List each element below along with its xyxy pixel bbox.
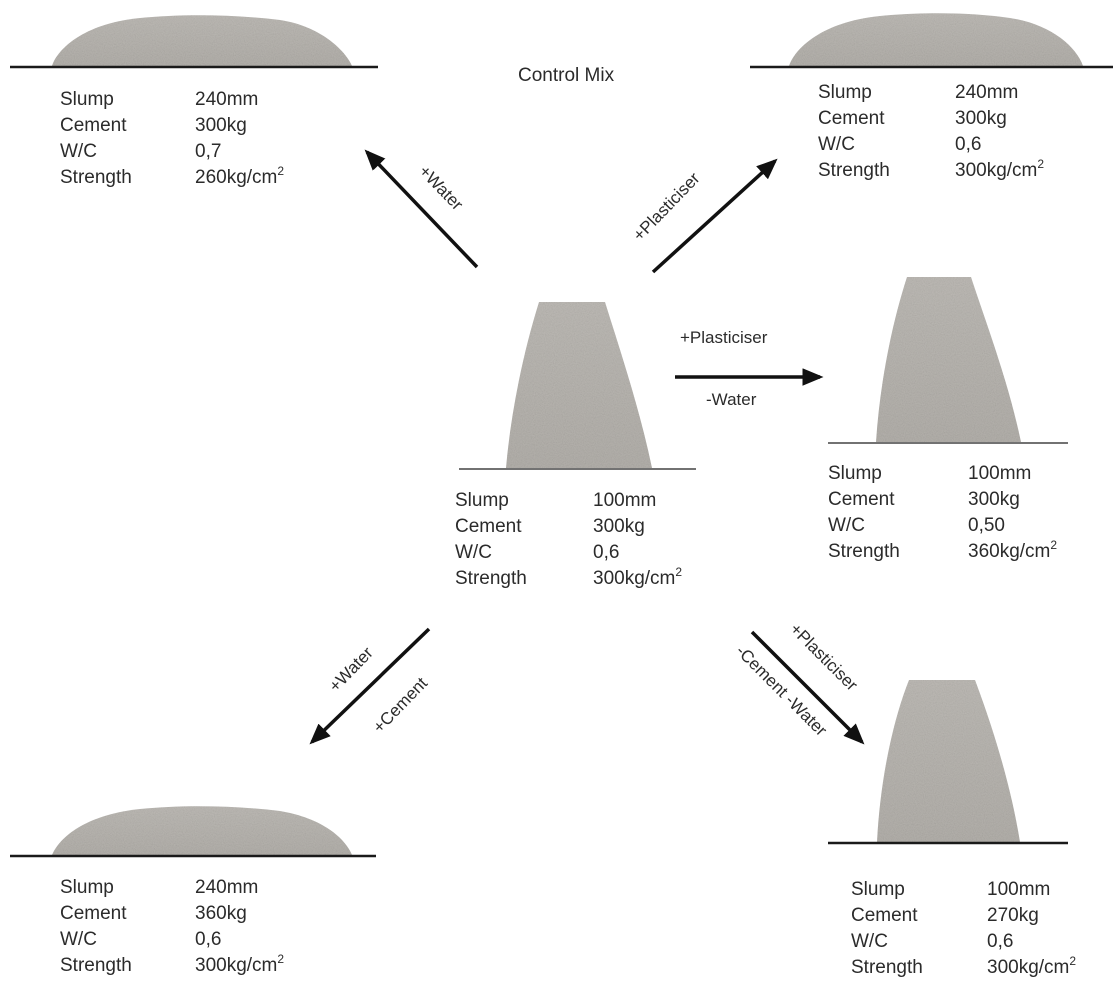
value-wc: 0,6 xyxy=(593,542,619,563)
value-cement: 300kg xyxy=(955,108,1007,129)
value-wc: 0,7 xyxy=(195,141,221,162)
diagram-title: Control Mix xyxy=(518,65,615,86)
value-strength: 300kg/cm2 xyxy=(955,157,1044,181)
value-wc: 0,6 xyxy=(195,929,221,950)
label-cement: Cement xyxy=(851,905,918,926)
arrow-line xyxy=(651,158,778,274)
slump-cone-flat xyxy=(789,13,1083,66)
slump-cone-flat xyxy=(52,15,352,66)
label-slump: Slump xyxy=(60,89,114,110)
value-cement: 270kg xyxy=(987,905,1039,926)
label-slump: Slump xyxy=(455,490,509,511)
arrow-line xyxy=(309,627,431,745)
label-wc: W/C xyxy=(60,929,97,950)
value-cement: 300kg xyxy=(593,516,645,537)
label-cement: Cement xyxy=(60,115,127,136)
label-strength: Strength xyxy=(818,160,890,181)
arrow-to-top-left: +Water xyxy=(364,149,479,269)
arrow-label: -Water xyxy=(706,390,757,409)
label-strength: Strength xyxy=(60,167,132,188)
value-strength: 360kg/cm2 xyxy=(968,538,1057,562)
arrow-label: +Plasticiser xyxy=(786,619,861,694)
arrow-line xyxy=(750,630,865,745)
label-cement: Cement xyxy=(60,903,127,924)
arrow-to-mid-right: +Plasticiser -Water xyxy=(675,328,824,409)
slump-cone xyxy=(506,302,652,468)
label-wc: W/C xyxy=(60,141,97,162)
label-strength: Strength xyxy=(851,957,923,978)
value-strength: 300kg/cm2 xyxy=(593,565,682,589)
value-cement: 300kg xyxy=(195,115,247,136)
value-strength: 300kg/cm2 xyxy=(987,954,1076,978)
value-slump: 240mm xyxy=(195,89,258,110)
value-wc: 0,50 xyxy=(968,515,1005,536)
label-strength: Strength xyxy=(828,541,900,562)
arrow-label: +Cement xyxy=(369,673,431,736)
arrow-label: +Plasticiser xyxy=(629,168,704,244)
value-slump: 100mm xyxy=(968,463,1031,484)
value-strength: 260kg/cm2 xyxy=(195,164,284,188)
mix-bottom-right: Slump 100mm Cement 270kg W/C 0,6 Strengt… xyxy=(828,680,1076,978)
mix-bottom-left: Slump 240mm Cement 360kg W/C 0,6 Strengt… xyxy=(10,806,376,976)
value-strength: 300kg/cm2 xyxy=(195,952,284,976)
label-wc: W/C xyxy=(455,542,492,563)
value-slump: 100mm xyxy=(987,879,1050,900)
label-slump: Slump xyxy=(60,877,114,898)
arrow-label: +Water xyxy=(415,162,467,215)
label-strength: Strength xyxy=(60,955,132,976)
arrow-line xyxy=(364,149,479,269)
slump-cone xyxy=(876,277,1021,442)
label-wc: W/C xyxy=(851,931,888,952)
value-wc: 0,6 xyxy=(987,931,1013,952)
value-cement: 360kg xyxy=(195,903,247,924)
label-slump: Slump xyxy=(818,82,872,103)
mix-top-right: Slump 240mm Cement 300kg W/C 0,6 Strengt… xyxy=(750,13,1113,181)
label-cement: Cement xyxy=(818,108,885,129)
arrow-to-bottom-right: +Plasticiser -Cement -Water xyxy=(732,619,865,745)
label-strength: Strength xyxy=(455,568,527,589)
arrow-label: +Plasticiser xyxy=(680,328,768,347)
arrow-to-top-right: +Plasticiser xyxy=(629,158,778,274)
mix-top-left: Slump 240mm Cement 300kg W/C 0,7 Strengt… xyxy=(10,15,378,188)
label-cement: Cement xyxy=(455,516,522,537)
arrow-to-bottom-left: +Water +Cement xyxy=(309,627,431,745)
value-slump: 240mm xyxy=(955,82,1018,103)
mix-mid-right: Slump 100mm Cement 300kg W/C 0,50 Streng… xyxy=(828,277,1068,562)
label-cement: Cement xyxy=(828,489,895,510)
mix-center: Slump 100mm Cement 300kg W/C 0,6 Strengt… xyxy=(455,302,696,589)
label-wc: W/C xyxy=(828,515,865,536)
label-wc: W/C xyxy=(818,134,855,155)
value-wc: 0,6 xyxy=(955,134,981,155)
slump-cone xyxy=(877,680,1020,842)
value-slump: 100mm xyxy=(593,490,656,511)
slump-cone-flat xyxy=(52,806,352,855)
value-cement: 300kg xyxy=(968,489,1020,510)
label-slump: Slump xyxy=(828,463,882,484)
value-slump: 240mm xyxy=(195,877,258,898)
label-slump: Slump xyxy=(851,879,905,900)
